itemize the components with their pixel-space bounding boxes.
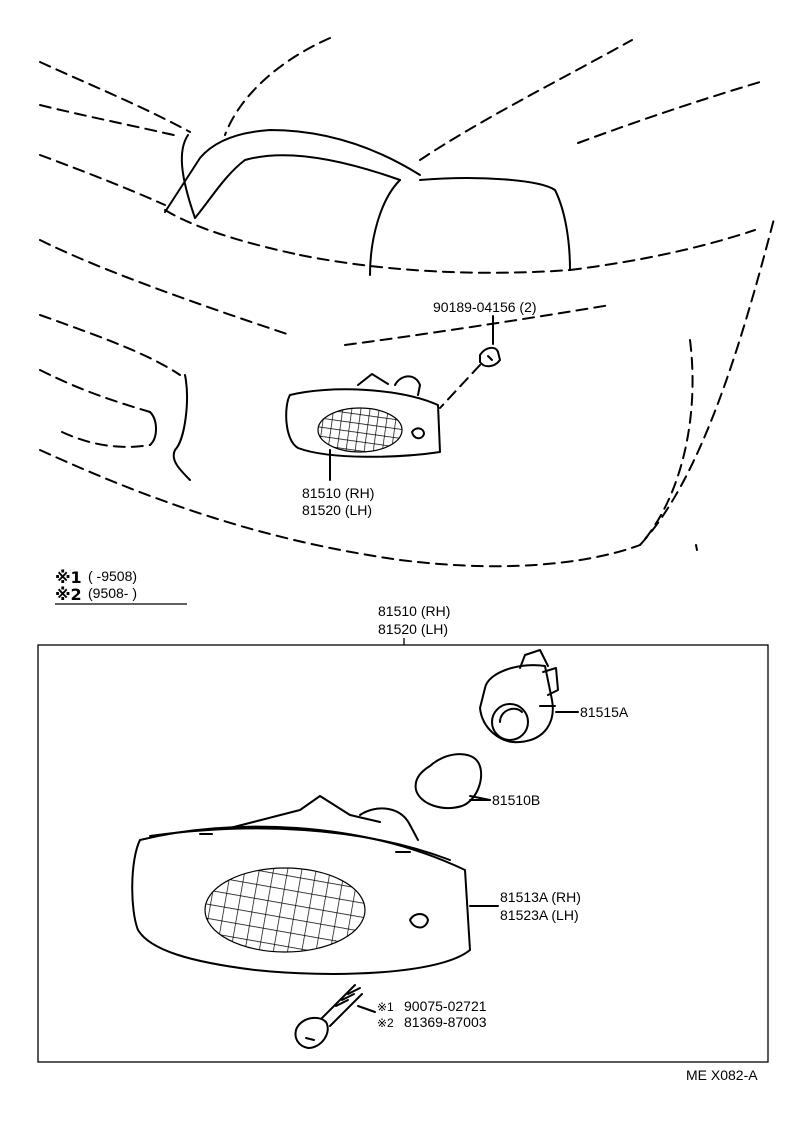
bolt-90189-04156 [479,346,501,368]
lamp-part-number-lh: 81520 (LH) [302,502,372,518]
lamp-part-number-rh: 81510 (RH) [302,485,374,501]
assembly-part-number-lh: 81520 (LH) [378,621,448,637]
diagram-code: ME X082-A [686,1067,758,1083]
screw-part-number-2: 81369-87003 [404,1014,487,1030]
mounted-side-marker-lamp [285,373,441,458]
legend-mark-1: ※1 [55,568,82,587]
socket-81515A [479,649,559,744]
screw-leader [357,1005,376,1013]
lens-part-number-rh: 81513A (RH) [500,889,581,905]
screw [294,984,363,1049]
car-body-outline [39,37,776,568]
assembly-part-number-rh: 81510 (RH) [378,603,450,619]
legend: ※1 ( -9508) ※2 (9508- ) [55,568,187,605]
legend-mark-2: ※2 [55,585,82,604]
screw-mark-1: ※1 [377,1000,394,1014]
legend-range-2: (9508- ) [88,585,137,601]
exploded-view-frame [37,644,769,1063]
bulb-part-number: 81510B [492,792,540,808]
socket-part-number: 81515A [580,704,629,720]
screw-part-number-1: 90075-02721 [404,998,487,1014]
bolt-part-number: 90189-04156 (2) [433,299,537,315]
screw-mark-2: ※2 [377,1016,394,1030]
legend-range-1: ( -9508) [88,568,137,584]
lens-housing [131,795,471,975]
lens-part-number-lh: 81523A (LH) [500,907,579,923]
bolt-leader-dashed [439,364,481,409]
